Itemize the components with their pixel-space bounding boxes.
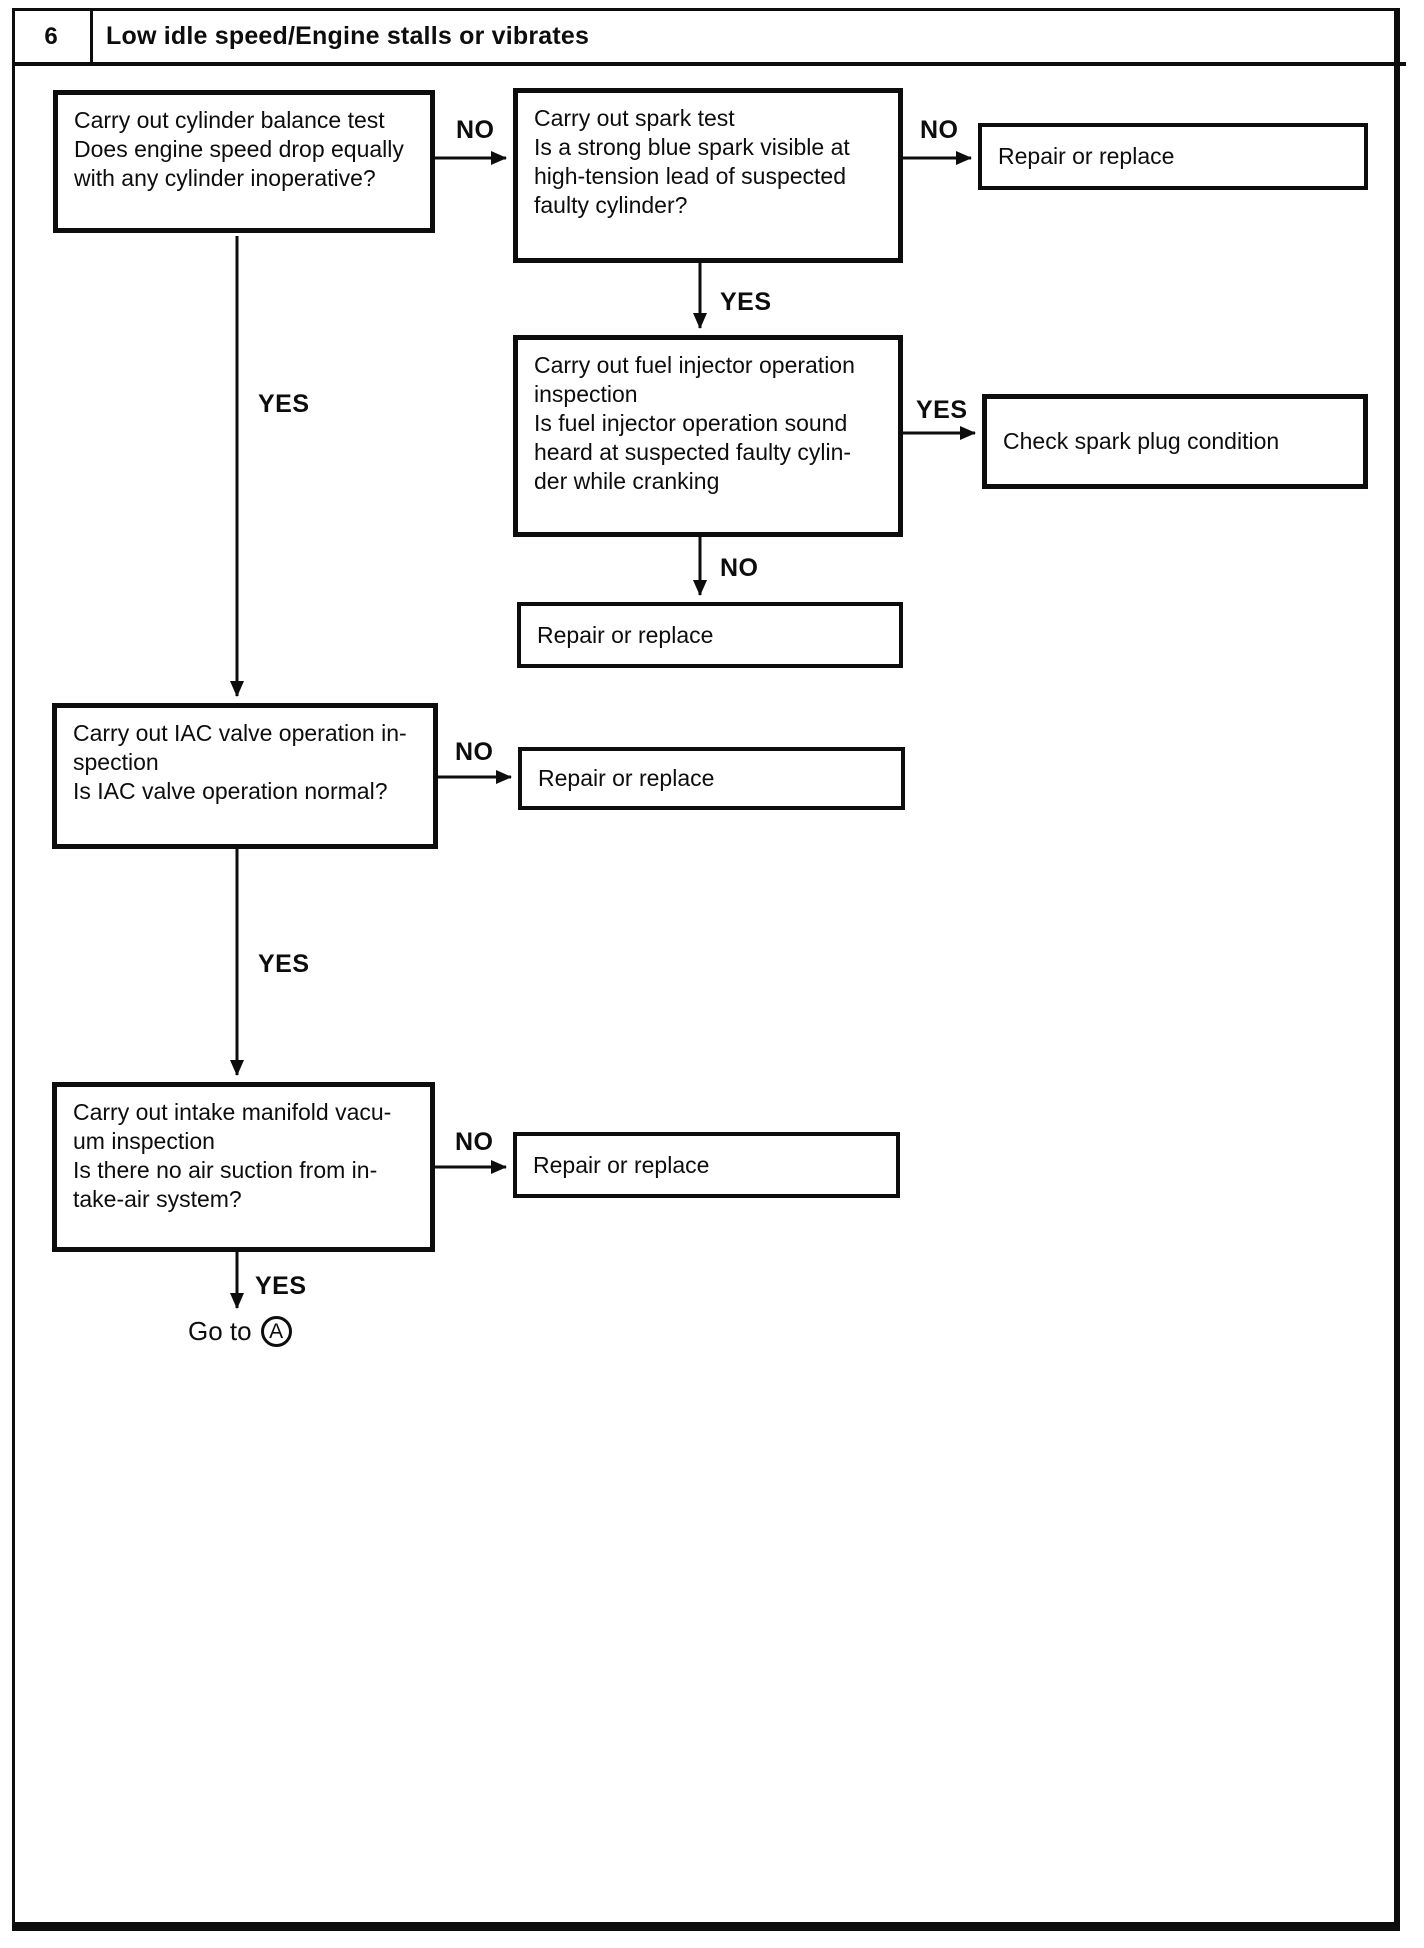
edge-label-no: NO bbox=[720, 554, 759, 582]
edge-label-no: NO bbox=[456, 116, 495, 144]
page-border bbox=[12, 8, 1400, 1931]
section-number: 6 bbox=[44, 22, 58, 50]
node-text: Carry out IAC valve operation in- specti… bbox=[73, 720, 407, 804]
header-rule bbox=[12, 62, 1406, 66]
node-spark-test: Carry out spark test Is a strong blue sp… bbox=[513, 88, 903, 263]
header-divider bbox=[90, 8, 93, 65]
edge-label-no: NO bbox=[455, 1128, 494, 1156]
edge-label-yes: YES bbox=[258, 390, 310, 418]
node-text: Carry out cylinder balance test Does eng… bbox=[74, 107, 404, 191]
node-text: Carry out intake manifold vacu- um inspe… bbox=[73, 1099, 392, 1212]
goto-label: Go to bbox=[188, 1316, 252, 1346]
node-fuel-injector-inspection: Carry out fuel injector operation inspec… bbox=[513, 335, 903, 537]
goto-terminator: Go to A bbox=[188, 1316, 292, 1347]
edge-label-yes: YES bbox=[255, 1272, 307, 1300]
page-title: Low idle speed/Engine stalls or vibrates bbox=[106, 22, 590, 50]
node-text: Repair or replace bbox=[537, 621, 714, 648]
node-intake-vacuum-inspection: Carry out intake manifold vacu- um inspe… bbox=[52, 1082, 435, 1252]
node-check-spark-plug: Check spark plug condition bbox=[982, 394, 1368, 489]
edge-label-no: NO bbox=[455, 738, 494, 766]
node-repair-or-replace-4: Repair or replace bbox=[513, 1132, 900, 1198]
node-text: Repair or replace bbox=[533, 1151, 710, 1178]
node-repair-or-replace-2: Repair or replace bbox=[517, 602, 903, 668]
node-text: Check spark plug condition bbox=[1003, 428, 1280, 454]
edge-label-no: NO bbox=[920, 116, 959, 144]
node-cylinder-balance-test: Carry out cylinder balance test Does eng… bbox=[53, 90, 435, 233]
edge-label-yes: YES bbox=[720, 288, 772, 316]
edge-label-yes: YES bbox=[258, 950, 310, 978]
node-repair-or-replace-3: Repair or replace bbox=[518, 747, 905, 810]
node-text: Repair or replace bbox=[998, 143, 1175, 169]
edge-label-yes: YES bbox=[916, 396, 968, 424]
node-text: Carry out spark test Is a strong blue sp… bbox=[534, 105, 850, 218]
node-text: Repair or replace bbox=[538, 765, 715, 791]
node-text: Carry out fuel injector operation inspec… bbox=[534, 352, 855, 494]
circled-a-connector: A bbox=[260, 1316, 292, 1347]
node-iac-valve-inspection: Carry out IAC valve operation in- specti… bbox=[52, 703, 438, 849]
node-repair-or-replace-1: Repair or replace bbox=[978, 123, 1368, 190]
